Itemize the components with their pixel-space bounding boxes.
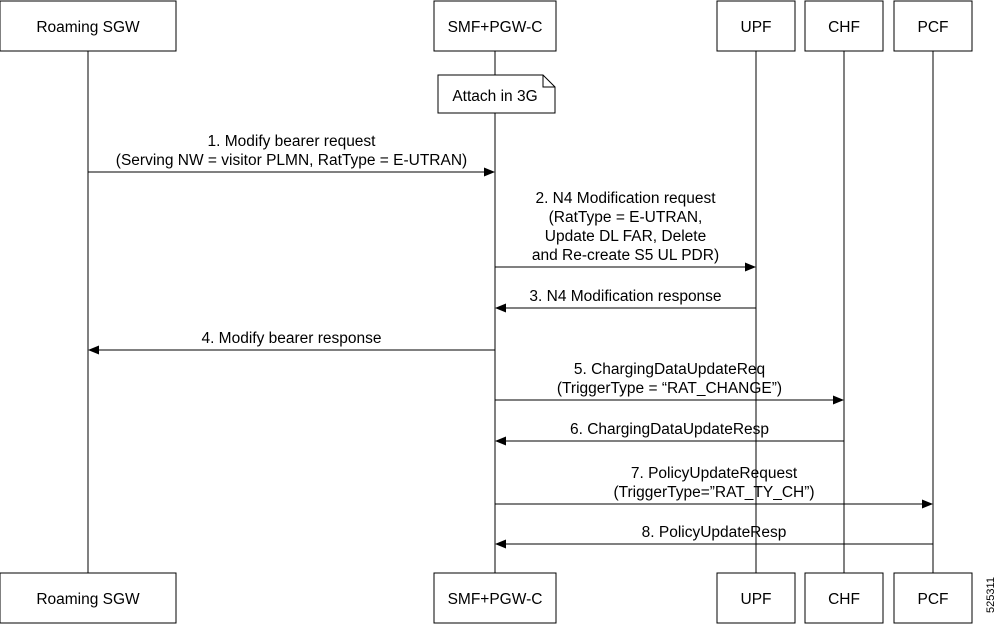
message-label: (Serving NW = visitor PLMN, RatType = E-… bbox=[116, 152, 467, 169]
actor-smf-top: SMF+PGW-C bbox=[433, 0, 557, 52]
actor-label: UPF bbox=[741, 19, 772, 36]
actor-box bbox=[0, 0, 177, 52]
note-box bbox=[437, 74, 556, 114]
actor-label: SMF+PGW-C bbox=[448, 591, 543, 608]
actor-box bbox=[716, 0, 796, 52]
message-label: (RatType = E-UTRAN, bbox=[549, 209, 703, 226]
arrowhead bbox=[495, 303, 506, 313]
actor-label: CHF bbox=[828, 591, 860, 608]
actor-label: PCF bbox=[918, 591, 949, 608]
actor-upf-bottom: UPF bbox=[716, 572, 796, 624]
message-label: 5. ChargingDataUpdateReq bbox=[574, 361, 765, 378]
actor-box bbox=[804, 572, 884, 624]
message-8: 8. PolicyUpdateResp bbox=[495, 524, 933, 549]
actor-sgw-bottom: Roaming SGW bbox=[0, 572, 177, 624]
arrowhead bbox=[495, 436, 506, 446]
actor-box bbox=[893, 0, 973, 52]
actor-label: PCF bbox=[918, 19, 949, 36]
message-1: 1. Modify bearer request (Serving NW = vi… bbox=[88, 133, 495, 177]
actor-chf-bottom: CHF bbox=[804, 572, 884, 624]
actor-box bbox=[893, 572, 973, 624]
actor-pcf-bottom: PCF bbox=[893, 572, 973, 624]
message-label: 6. ChargingDataUpdateResp bbox=[570, 421, 769, 438]
message-2: 2. N4 Modification request (RatType = E-U… bbox=[495, 190, 756, 272]
actor-chf-top: CHF bbox=[804, 0, 884, 52]
actor-box bbox=[0, 572, 177, 624]
message-3: 3. N4 Modification response bbox=[495, 288, 756, 313]
arrowhead bbox=[745, 262, 756, 272]
message-7: 7. PolicyUpdateRequest (TriggerType=”RAT_… bbox=[495, 465, 933, 509]
actor-label: Roaming SGW bbox=[36, 19, 140, 36]
note-fold bbox=[542, 75, 555, 88]
actor-pcf-top: PCF bbox=[893, 0, 973, 52]
actor-box bbox=[716, 572, 796, 624]
message-label: and Re-create S5 UL PDR) bbox=[532, 247, 719, 264]
actor-label: Roaming SGW bbox=[36, 591, 140, 608]
message-label: (TriggerType=”RAT_TY_CH”) bbox=[613, 484, 814, 501]
arrowhead bbox=[833, 395, 844, 405]
actor-sgw-top: Roaming SGW bbox=[0, 0, 177, 52]
arrowhead bbox=[88, 345, 99, 355]
actor-label: UPF bbox=[741, 591, 772, 608]
message-label: 3. N4 Modification response bbox=[529, 288, 721, 305]
actor-label: CHF bbox=[828, 19, 860, 36]
message-label: 8. PolicyUpdateResp bbox=[642, 524, 787, 541]
message-label: 1. Modify bearer request bbox=[207, 133, 376, 150]
message-label: 2. N4 Modification request bbox=[535, 190, 716, 207]
figure-id: 525311 bbox=[985, 577, 997, 613]
actor-box bbox=[433, 572, 557, 624]
actor-box bbox=[804, 0, 884, 52]
message-6: 6. ChargingDataUpdateResp bbox=[495, 421, 844, 446]
actor-upf-top: UPF bbox=[716, 0, 796, 52]
arrowhead bbox=[922, 499, 933, 509]
message-label: 7. PolicyUpdateRequest bbox=[631, 465, 798, 482]
message-4: 4. Modify bearer response bbox=[88, 330, 495, 355]
message-label: Update DL FAR, Delete bbox=[545, 228, 706, 245]
note-attach-in-3g: Attach in 3G bbox=[437, 74, 556, 114]
arrowhead bbox=[484, 167, 495, 177]
arrowhead bbox=[495, 539, 506, 549]
actor-box bbox=[433, 0, 557, 52]
actor-smf-bottom: SMF+PGW-C bbox=[433, 572, 557, 624]
message-label: (TriggerType = “RAT_CHANGE”) bbox=[557, 380, 782, 397]
message-5: 5. ChargingDataUpdateReq (TriggerType = “… bbox=[495, 361, 844, 405]
actor-label: SMF+PGW-C bbox=[448, 19, 543, 36]
note-label: Attach in 3G bbox=[452, 88, 537, 105]
message-label: 4. Modify bearer response bbox=[201, 330, 381, 347]
